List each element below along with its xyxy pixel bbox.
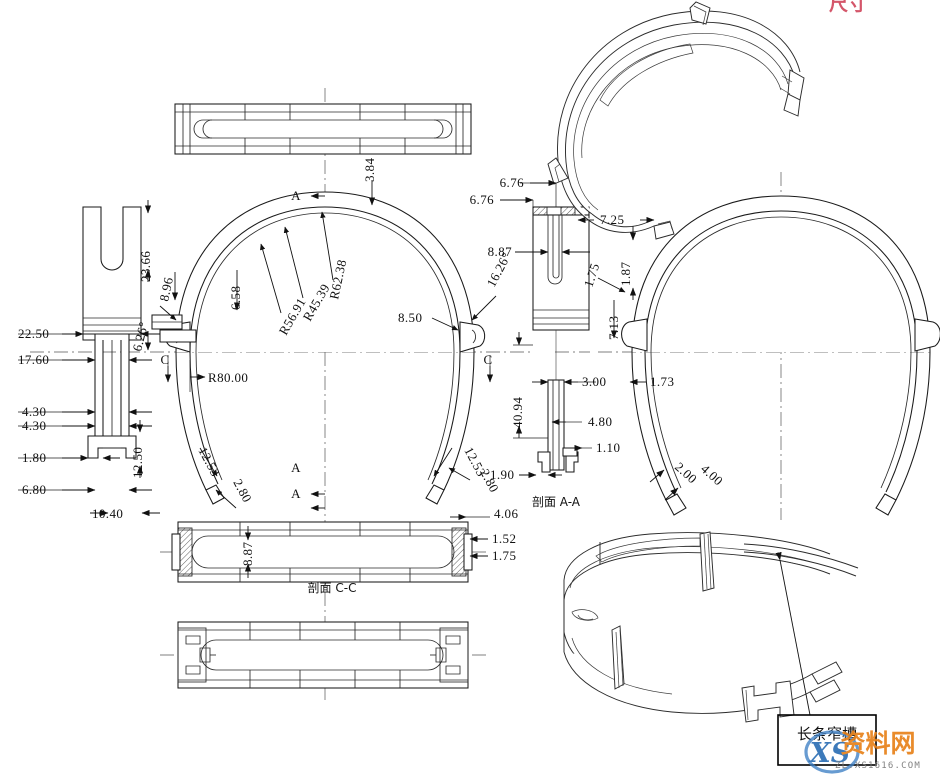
dim-8-87-cc: 8.87 [240,542,255,566]
dim-1-75-aa: 1.75 [581,261,603,289]
dimension-lines [18,179,679,578]
main-arc-front-view [151,191,486,505]
arc-right-view [621,195,940,516]
dim-6-76-a: 6.76 [500,175,524,190]
left-fork-detail-view [82,206,142,459]
dim-7-13: 7.13 [606,316,621,340]
dim-1-52: 1.52 [492,531,516,546]
dim-7-25: 7.25 [600,212,624,227]
dim-4-30-a: 4.30 [22,404,46,419]
dim-r80-00: R80.00 [208,370,248,385]
section-cc-label: 剖面 C-C [308,581,357,595]
dim-1-75-cc: 1.75 [492,548,516,563]
section-marker-a-top: A [291,188,301,203]
section-marker-c-right: C [483,352,492,367]
section-marker-a-cc-view: A [291,460,301,475]
dim-6-58: 6.58 [228,286,243,310]
top-partial-mark: 尺寸 [829,0,867,15]
dim-22-50: 22.50 [18,326,49,341]
watermark-url: ZL.XS1616.COM [835,761,921,771]
callout-box [777,714,877,766]
dim-6-80: 6.80 [22,482,46,497]
dim-40-94: 40.94 [510,397,525,428]
dim-12-50: 12.50 [130,447,145,478]
dim-23-66: 23.66 [138,251,153,282]
dim-8-50: 8.50 [398,310,422,325]
dim-1-73: 1.73 [650,374,674,389]
watermark-logo: XS [808,738,850,769]
dim-1-90: 1.90 [490,467,514,482]
section-aa-view [532,206,590,473]
section-marker-a-bottom: A [291,486,301,501]
dim-1-80: 1.80 [22,450,46,465]
section-cc-view [171,521,473,583]
top-bar-view [174,103,472,155]
dim-3-84: 3.84 [362,158,377,182]
isometric-lower-view [563,531,859,723]
watermark-cn: 资料网 [840,729,915,758]
dim-1-87: 1.87 [618,262,633,286]
dim-17-60: 17.60 [18,352,49,367]
dim-6-26-deg: 6.26° [129,320,151,353]
section-aa-label: 剖面 A-A [532,495,581,509]
dim-6-76-b: 6.76 [470,192,494,207]
isometric-upper-view [547,1,805,240]
bottom-bar-view [177,621,469,689]
section-marker-c-left: C [160,352,169,367]
dim-4-06-right: 4.06 [494,506,518,521]
dim-3-00: 3.00 [582,374,606,389]
dim-8-87-aa: 8.87 [488,244,512,259]
dim-4-80: 4.80 [588,414,612,429]
dim-4-30-b: 4.30 [22,418,46,433]
dim-1-10: 1.10 [596,440,620,455]
dim-8-96: 8.96 [156,276,176,303]
dim-10-40: 10.40 [92,506,123,521]
